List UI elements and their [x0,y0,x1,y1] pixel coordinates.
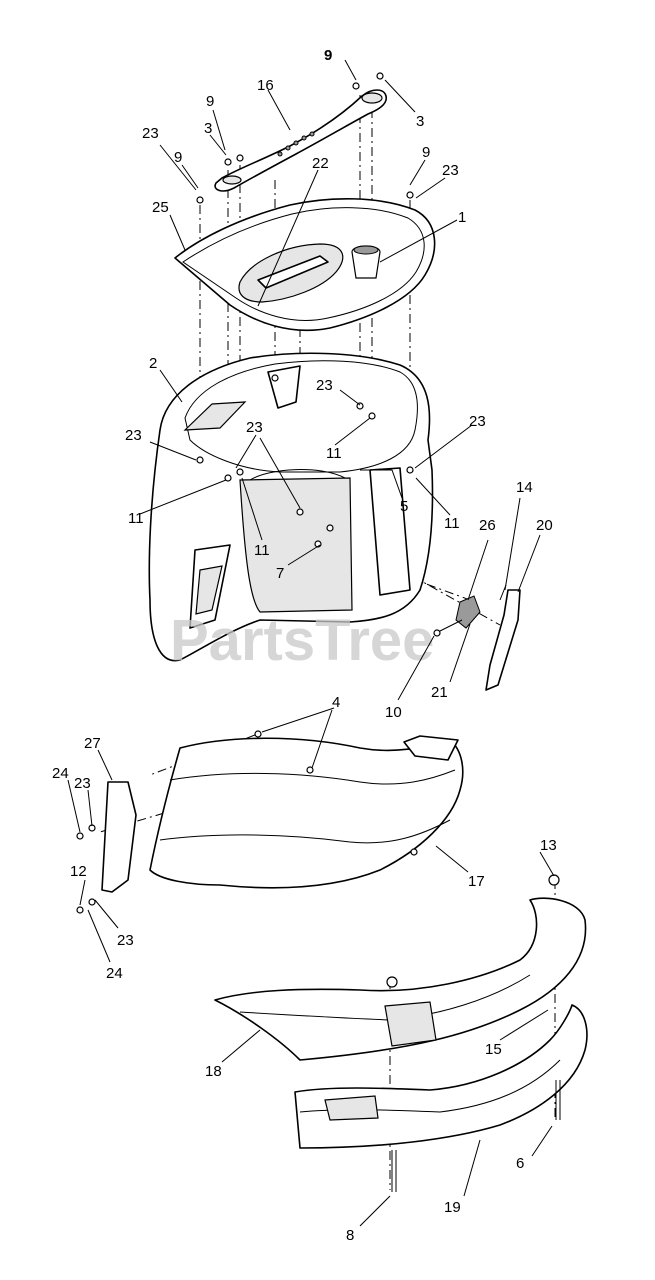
fasteners [76,72,560,988]
callout-23: 23 [442,162,459,179]
part-20-arm [485,589,521,691]
callout-10: 10 [385,704,402,721]
part-26-bracket [455,595,481,629]
callout-11: 11 [128,510,144,527]
callout-3: 3 [204,120,212,137]
callout-23: 23 [246,419,263,436]
callout-23: 23 [142,125,159,142]
leader-lines [67,59,555,1227]
callout-24: 24 [106,965,123,982]
part-17-chute [149,735,464,889]
callout-9: 9 [174,149,182,166]
callout-15: 15 [485,1041,502,1058]
callout-25: 25 [152,199,169,216]
callout-9: 9 [206,93,214,110]
callout-7: 7 [276,565,284,582]
callout-12: 12 [70,863,87,880]
callout-4: 4 [332,694,340,711]
callout-1: 1 [458,209,466,226]
part-25-top-cover [174,197,436,332]
part-6-pin [555,1080,561,1120]
callout-11: 11 [326,445,342,462]
callout-23: 23 [125,427,142,444]
callout-13: 13 [540,837,557,854]
callout-8: 8 [346,1227,354,1244]
part-2-housing [148,352,434,662]
callout-19: 19 [444,1199,461,1216]
callout-2: 2 [149,355,157,372]
callout-18: 18 [205,1063,222,1080]
callout-23: 23 [469,413,486,430]
callout-24: 24 [52,765,69,782]
callout-21: 21 [431,684,448,701]
callout-5: 5 [400,498,408,515]
part-27-plate [101,781,137,893]
callout-26: 26 [479,517,496,534]
callout-20: 20 [536,517,553,534]
callout-14: 14 [516,479,533,496]
callout-3-top: 3 [416,113,424,130]
callout-labels: 9 3 16 9 3 23 9 22 9 23 25 1 2 23 23 23 … [52,47,557,1244]
callout-16: 16 [257,77,274,94]
part-10-bolt [433,619,463,637]
callout-23: 23 [316,377,333,394]
callout-11: 11 [444,515,460,532]
callout-6: 6 [516,1155,524,1172]
callout-17: 17 [468,873,485,890]
callout-27: 27 [84,735,101,752]
callout-23: 23 [117,932,134,949]
part-18-deflector [214,897,587,1061]
callout-9-top: 9 [324,47,332,64]
watermark: PartsTree [170,608,434,673]
callout-11: 11 [254,542,270,559]
callout-23: 23 [74,775,91,792]
callout-9: 9 [422,144,430,161]
part-8-pin [391,1150,397,1192]
callout-22: 22 [312,155,329,172]
part-16-handle [214,89,388,192]
part-19-skirt [294,1004,588,1149]
